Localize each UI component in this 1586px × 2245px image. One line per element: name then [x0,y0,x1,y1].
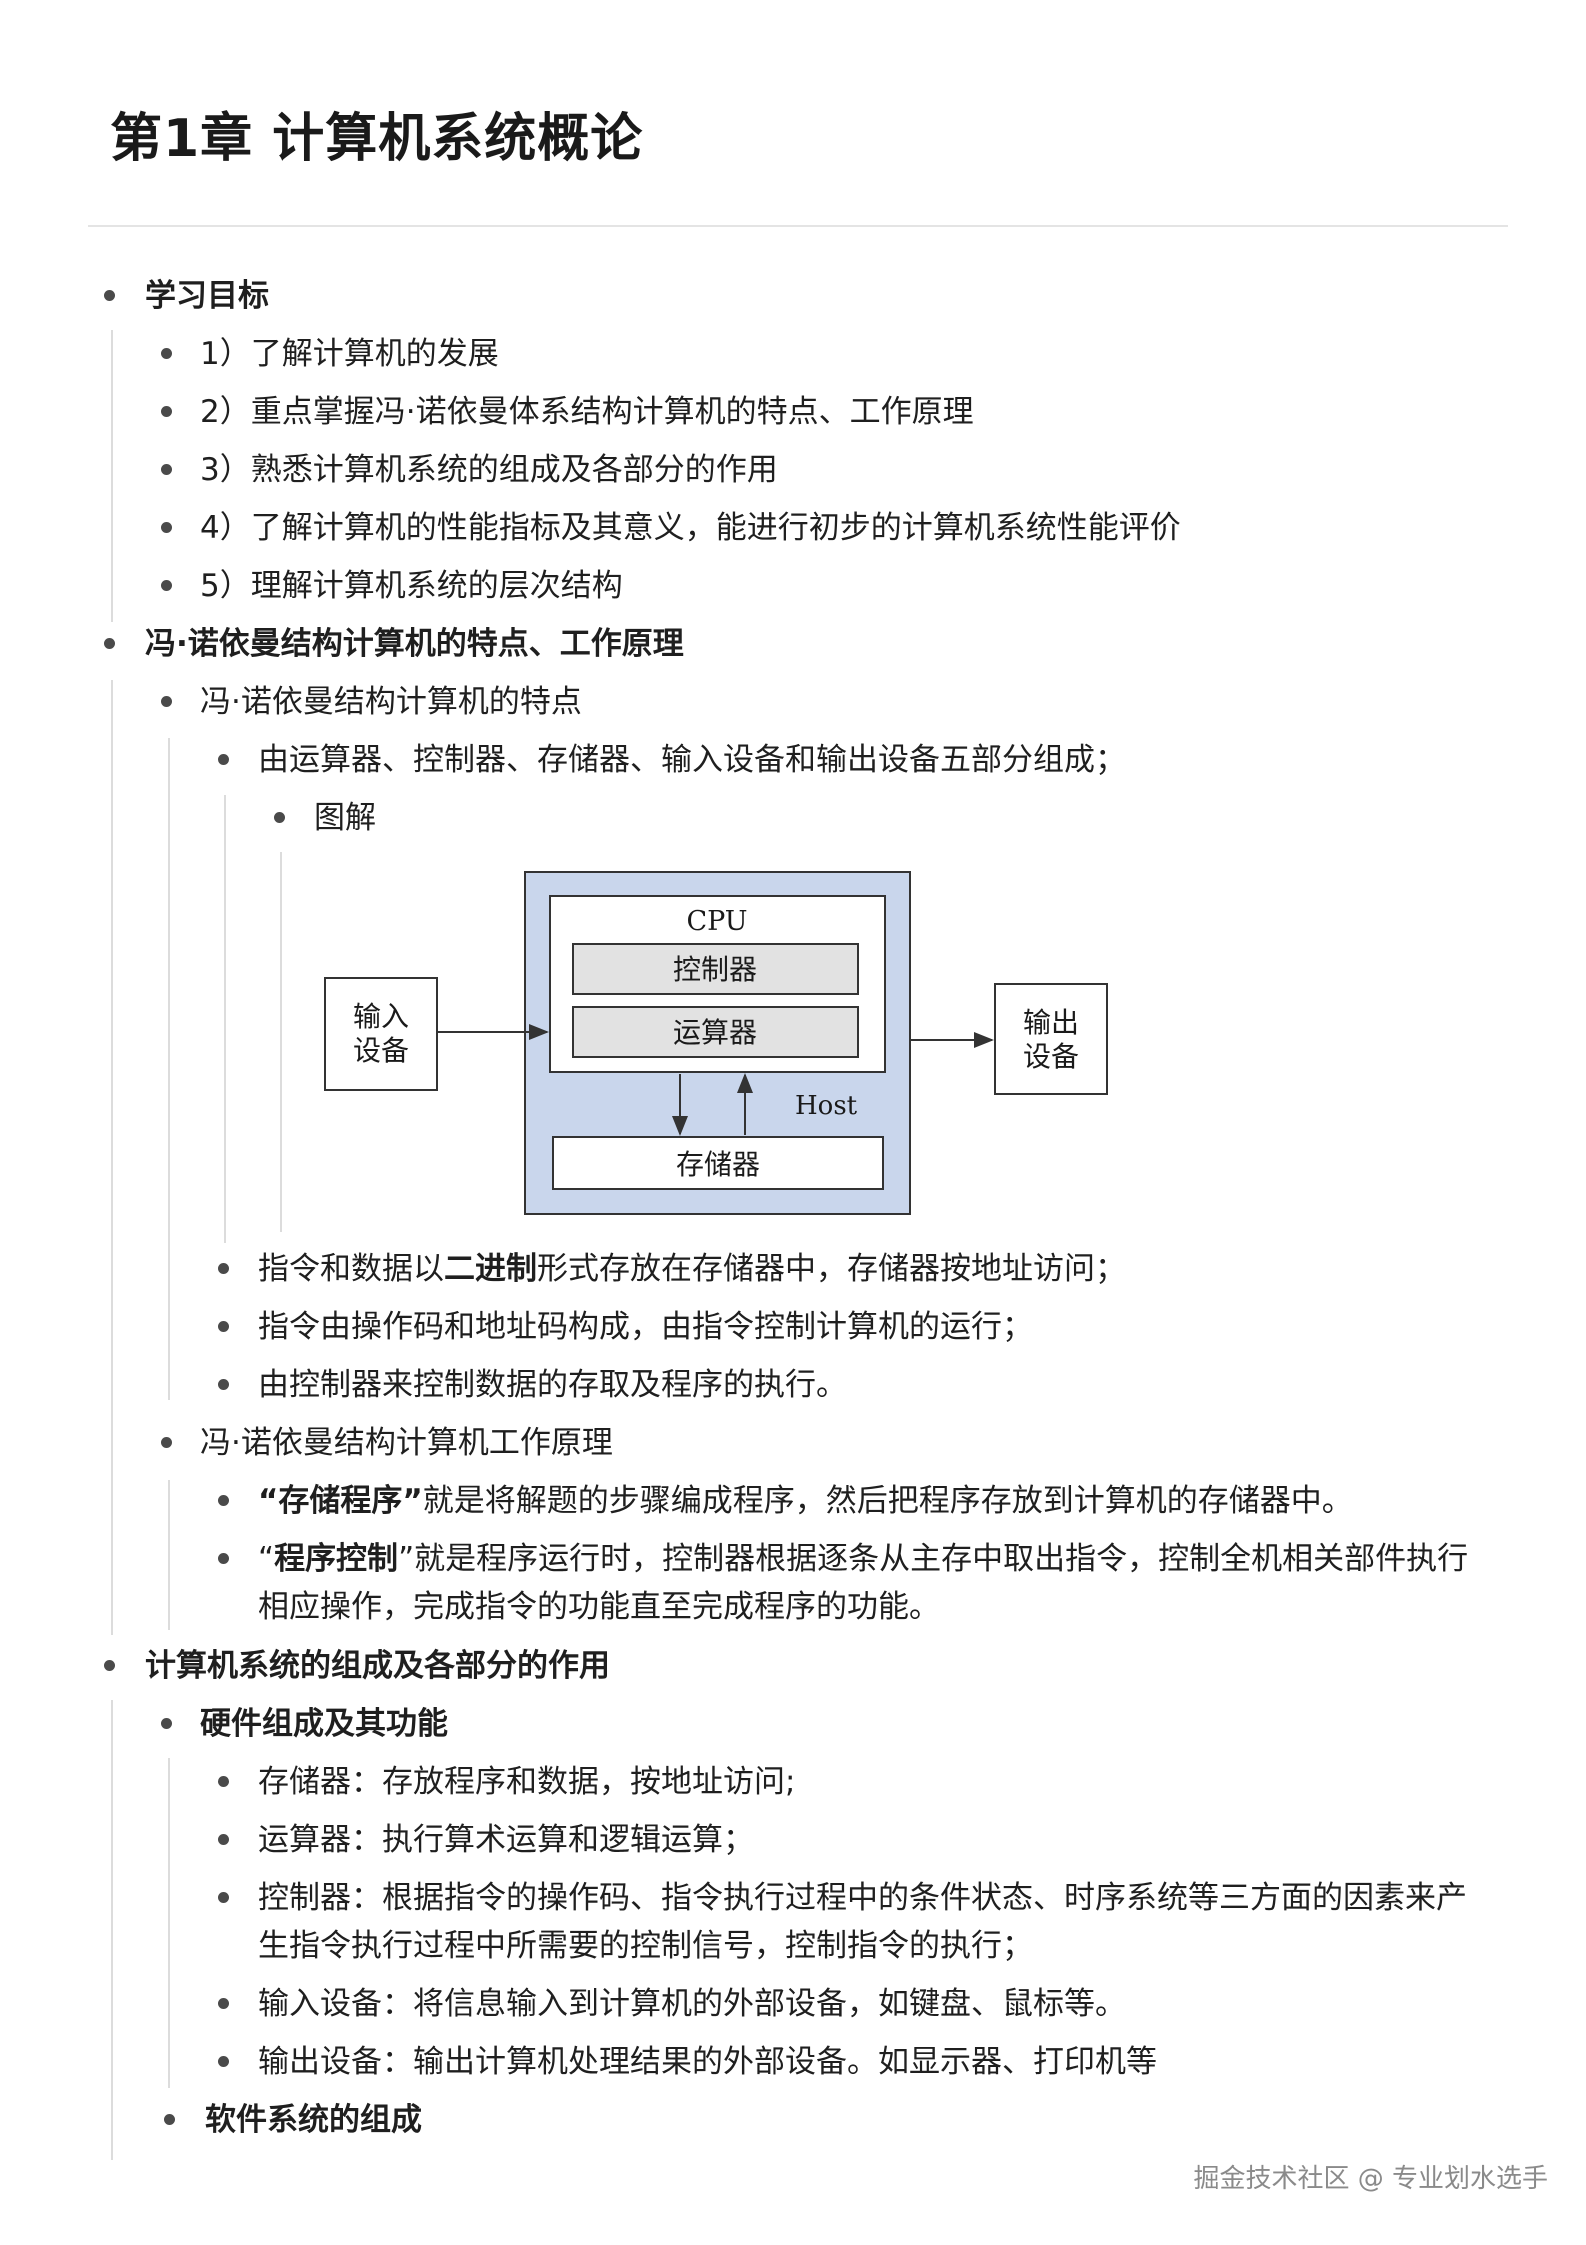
bullet [161,580,172,591]
guide-line-diagram [224,795,226,1243]
alu-box [572,1006,859,1058]
bullet [161,406,172,417]
list-item: 由运算器、控制器、存储器、输入设备和输出设备五部分组成； [258,742,1126,778]
bullet [104,638,115,649]
guide-line-principle [168,1480,170,1630]
list-item: 输出设备：输出计算机处理结果的外部设备。如显示器、打印机等 [258,2044,1157,2080]
memory-box [552,1136,884,1190]
list-item: 控制器：根据指令的操作码、指令执行过程中的条件状态、时序系统等三方面的因素来产生… [258,1880,1467,1964]
input-device-box [324,977,438,1091]
output-device-label-line1: 输出 [1023,1006,1079,1039]
bullet [161,1437,172,1448]
bullet [218,1379,229,1390]
list-item: 指令和数据以二进制形式存放在存储器中，存储器按地址访问； [258,1251,1126,1287]
bullet [161,522,172,533]
title-divider [88,225,1508,227]
list-item: 3）熟悉计算机系统的组成及各部分的作用 [200,452,778,488]
controller-label: 控制器 [673,953,757,986]
controller-box [572,943,859,995]
list-item: 存储器：存放程序和数据，按地址访问; [258,1764,796,1800]
list-item: 运算器：执行算术运算和逻辑运算； [258,1822,754,1858]
bullet [218,1321,229,1332]
bullet [164,2114,175,2125]
list-item: 指令由操作码和地址码构成，由指令控制计算机的运行； [258,1309,1033,1345]
input-device-label-line2: 设备 [353,1034,409,1067]
list-item: “存储程序”就是将解题的步骤编成程序，然后把程序存放到计算机的存储器中。 [258,1483,1353,1519]
bullet [218,1495,229,1506]
bullet [218,2056,229,2067]
bullet [104,290,115,301]
host-label: Host [795,1091,858,1121]
memory-label: 存储器 [676,1148,760,1181]
list-item: 2）重点掌握冯·诺依曼体系结构计算机的特点、工作原理 [200,394,974,430]
bullet [104,1660,115,1671]
bullet [218,1263,229,1274]
section-heading-goals: 学习目标 [145,278,269,314]
bullet [161,348,172,359]
bullet [218,1834,229,1845]
list-item: 1）了解计算机的发展 [200,336,499,372]
bullet [274,812,285,823]
guide-line-hardware [168,1758,170,2088]
list-item: 4）了解计算机的性能指标及其意义，能进行初步的计算机系统性能评价 [200,510,1181,546]
bullet [218,1998,229,2009]
subsection-software: 软件系统的组成 [205,2102,422,2138]
section-heading-composition: 计算机系统的组成及各部分的作用 [145,1648,610,1684]
page-title: 第1章 计算机系统概论 [110,109,644,169]
bullet [218,754,229,765]
list-item-diagram: 图解 [314,800,376,836]
guide-line-features [168,738,170,1400]
output-device-box [994,983,1108,1095]
subsection-features: 冯·诺依曼结构计算机的特点 [200,684,582,720]
von-neumann-diagram: CPU 控制器 运算器 Host 存储器 输入 设备 输出 设备 [324,871,1108,1215]
watermark: 掘金技术社区 @ 专业划水选手 [1193,2164,1548,2194]
alu-label: 运算器 [673,1016,757,1049]
bullet [161,464,172,475]
list-item: 由控制器来控制数据的存取及程序的执行。 [258,1367,847,1403]
section-heading-von-neumann: 冯·诺依曼结构计算机的特点、工作原理 [145,626,684,662]
list-item: “程序控制”就是程序运行时，控制器根据逐条从主存中取出指令，控制全机相关部件执行… [258,1541,1469,1625]
guide-line-von-neumann [111,680,113,1635]
bullet [161,696,172,707]
guide-line-diagram-inner [280,852,282,1232]
list-item: 5）理解计算机系统的层次结构 [200,568,623,604]
subsection-principle: 冯·诺依曼结构计算机工作原理 [200,1425,613,1461]
output-device-label-line2: 设备 [1023,1040,1079,1073]
list-item: 输入设备：将信息输入到计算机的外部设备，如键盘、鼠标等。 [258,1986,1126,2022]
input-device-label-line1: 输入 [353,1000,409,1033]
guide-line-composition [111,1700,113,2160]
guide-line-goals [111,330,113,622]
cpu-label: CPU [686,906,747,937]
subsection-hardware: 硬件组成及其功能 [200,1706,448,1742]
bullet [218,1553,229,1564]
bullet [161,1718,172,1729]
bullet [218,1776,229,1787]
bullet [218,1892,229,1903]
